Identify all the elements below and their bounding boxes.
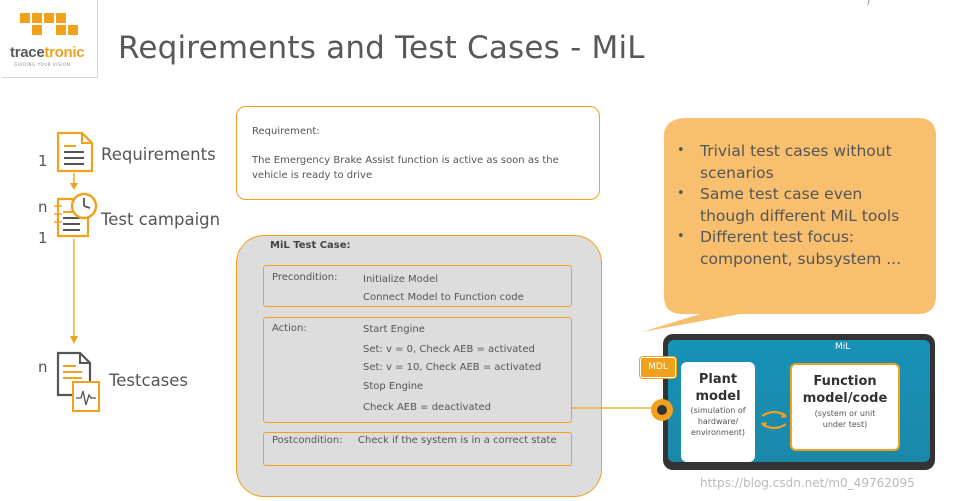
bullet-dot: • [677, 143, 685, 158]
testcases-label: Testcases [109, 371, 189, 390]
function-model-title: model/code [802, 391, 888, 406]
requirements-label: Requirements [101, 145, 216, 164]
logo-square [32, 13, 42, 23]
logo-tagline: GUIDING YOUR VISION [14, 62, 71, 67]
mdl-badge: MDL [640, 357, 676, 378]
mil-test-case-panel [236, 235, 602, 497]
bubble-bullet-line: Trivial test cases without [700, 142, 892, 160]
logo-square [32, 25, 42, 35]
test-campaign-label: Test campaign [101, 210, 221, 229]
logo-square [44, 13, 54, 23]
plant-model-subtitle: environment) [690, 428, 746, 437]
plant-model-subtitle: hardware/ [697, 417, 739, 426]
bubble-bullet-line: scenarios [700, 164, 774, 182]
document-icon [56, 131, 94, 173]
plant-model-box [681, 362, 755, 462]
test-campaign-icon [54, 192, 98, 238]
action-step: Set: v = 0, Check AEB = activated [363, 344, 535, 355]
connector-line [572, 407, 658, 409]
postcondition-text: Check if the system is in a correct stat… [358, 435, 557, 446]
logo-square [20, 13, 30, 23]
bullet-dot: • [677, 229, 685, 244]
mil-decorations [651, 399, 787, 430]
corner-mark: ) [866, 0, 871, 7]
bubble-bullet-line: though different MiL tools [700, 207, 900, 225]
bubble-bullet-line: Different test focus: [700, 228, 855, 246]
action-step: Set: v = 10, Check AEB = activated [363, 362, 542, 373]
bullet-dot: • [677, 186, 685, 201]
function-model-subtitle: under test) [822, 420, 868, 429]
precondition-step: Connect Model to Function code [363, 292, 524, 303]
action-step: Check AEB = deactivated [363, 402, 491, 413]
logo-wordmark: tracetronic [10, 44, 85, 61]
testcase-document-icon [56, 351, 100, 412]
logo-wordmark-trace: trace [10, 44, 45, 61]
requirement-heading: Requirement: [252, 126, 320, 137]
precondition-box [263, 265, 572, 307]
campaign-multiplicity-top: n [38, 198, 48, 216]
requirement-box [236, 106, 600, 200]
slide-title: Reqirements and Test Cases - MiL [118, 30, 645, 66]
action-box [263, 317, 572, 423]
postcondition-label: Postcondition: [272, 435, 343, 446]
watermark: https://blog.csdn.net/m0_49762095 [700, 476, 915, 490]
plant-model-title: model [695, 389, 741, 404]
action-step: Start Engine [363, 324, 425, 335]
precondition-label: Precondition: [272, 272, 338, 283]
flow-connectors [54, 131, 100, 412]
function-model-title: Function [813, 374, 877, 389]
plant-model-title: Plant [698, 372, 738, 387]
tracetronic-logo [2, 0, 98, 78]
campaign-multiplicity-bottom: 1 [38, 229, 48, 247]
postcondition-box [263, 432, 572, 466]
requirement-text: The Emergency Brake Assist function is a… [252, 155, 559, 181]
mil-label: MiL [835, 342, 851, 352]
bubble-bullet-line: component, subsystem ... [700, 250, 902, 268]
logo-square [56, 25, 66, 35]
logo-wordmark-tronic: tronic [44, 44, 85, 61]
swap-arrows-icon [761, 410, 787, 430]
function-model-box [790, 363, 900, 451]
plant-model-subtitle: (simulation of [690, 406, 746, 415]
logo-square [56, 13, 66, 23]
action-label: Action: [272, 323, 307, 334]
testcases-multiplicity: n [38, 358, 48, 376]
logo-square [68, 25, 78, 35]
bubble-bullet-line: Same test case even [700, 185, 863, 203]
requirements-multiplicity: 1 [38, 152, 48, 170]
test-case-title: MiL Test Case: [270, 240, 351, 251]
notes-speech-bubble [642, 118, 936, 332]
function-model-subtitle: (system or unit [814, 409, 876, 418]
connection-port-icon [651, 399, 673, 421]
precondition-step: Initialize Model [363, 274, 439, 285]
action-step: Stop Engine [363, 381, 424, 392]
